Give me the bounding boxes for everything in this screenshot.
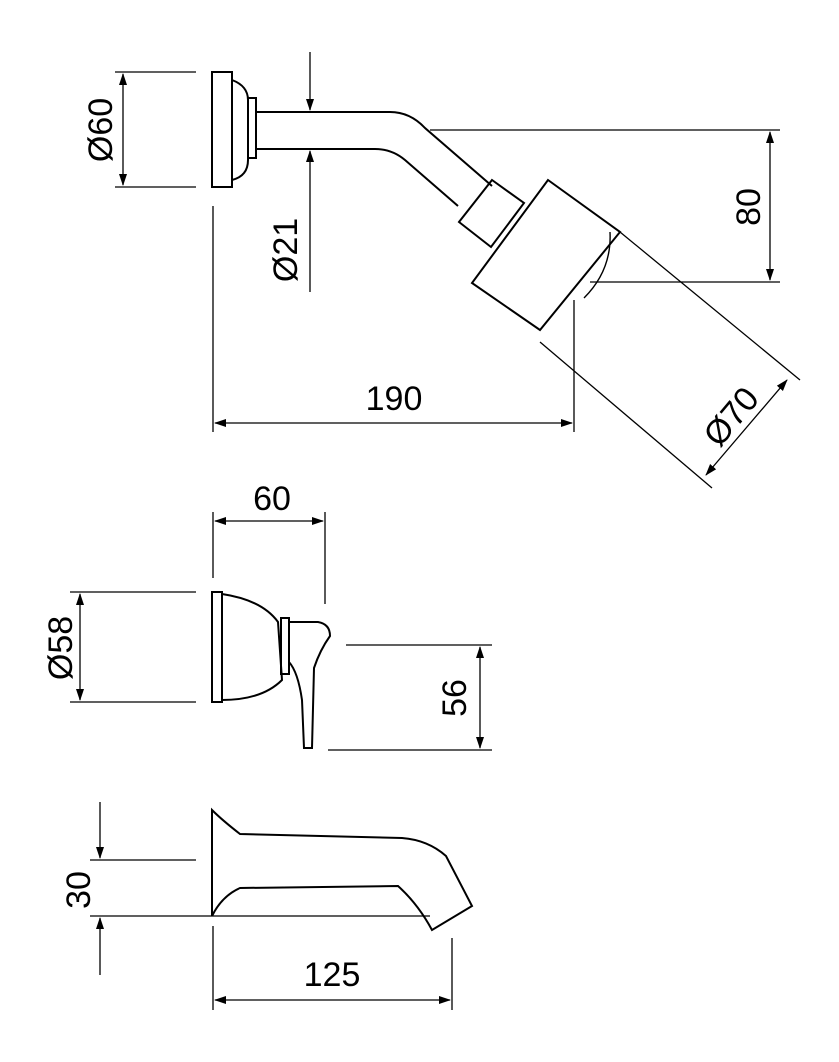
mixer-wall-plate xyxy=(211,591,223,703)
shower-flange-bell xyxy=(231,79,249,181)
dim-arrow-line xyxy=(705,379,788,476)
dim-line xyxy=(539,341,713,489)
dim-arm-diameter: Ø21 xyxy=(267,218,305,282)
dim-lever-height: 56 xyxy=(436,679,474,717)
mixer-lever xyxy=(288,621,332,749)
mixer-body-bell xyxy=(221,593,284,701)
dim-wall-flange-diameter: Ø60 xyxy=(82,98,120,162)
dim-shower-projection: 190 xyxy=(366,380,423,418)
dim-spout-height: 30 xyxy=(60,871,98,909)
dim-spout-projection: 125 xyxy=(304,956,361,994)
spout-assembly: 30 125 xyxy=(60,802,474,1010)
mixer-collar xyxy=(280,617,290,675)
shower-flange-collar xyxy=(247,97,257,159)
spout-body xyxy=(211,807,474,932)
dim-shower-head-diameter: Ø70 xyxy=(696,380,766,454)
dim-line xyxy=(619,231,801,381)
dim-mixer-depth: 60 xyxy=(253,480,291,518)
shower-head-body xyxy=(470,178,622,332)
mixer-assembly: 60 Ø58 56 xyxy=(42,480,492,751)
shower-wall-flange xyxy=(211,71,233,188)
shower-assembly: Ø60 Ø21 80 190 Ø70 xyxy=(82,52,801,489)
dim-shower-drop: 80 xyxy=(730,188,768,226)
shower-arm-lower xyxy=(256,148,459,207)
dim-mixer-plate-diameter: Ø58 xyxy=(42,616,80,680)
shower-arm xyxy=(256,111,493,187)
shower-neck xyxy=(457,178,526,249)
shower-head-face xyxy=(583,231,611,299)
